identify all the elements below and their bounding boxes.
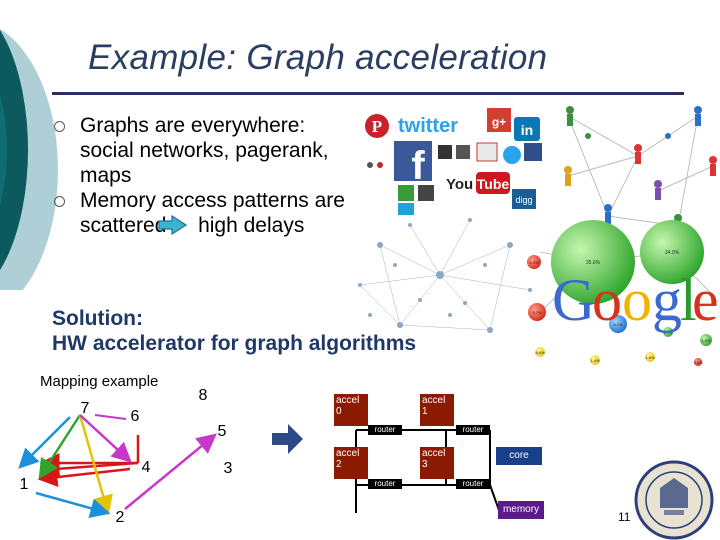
accel-0-box: accel 0 [334,394,368,426]
graph-node-4: 4 [142,459,151,476]
graph-node-2: 2 [116,509,125,526]
svg-text:l: l [680,267,697,333]
bullet-line: Graphs are everywhere: [80,114,306,137]
bullet-text-high-delays: high delays [198,214,305,237]
mapping-arrow-icon [272,424,303,454]
google-bubbles-image: 35.6% 34.0% 5.3% 5.7% 5.1% 8.6% 1.4% 1.6… [527,220,719,366]
memory-box: memory [498,501,544,519]
router-box: router [456,479,490,489]
accel-1-box: accel 1 [420,394,454,426]
architecture-diagram: accel 0 accel 1 accel 2 accel 3 router r… [330,385,590,525]
bullet-item: Memory access patterns are scattered hig… [54,188,384,238]
svg-text:in: in [521,122,533,138]
svg-text:P: P [372,117,382,136]
router-box: router [368,425,402,435]
core-box: core [496,447,542,465]
graph-node-7: 7 [81,400,90,417]
accel-2-box: accel 2 [334,447,368,479]
svg-text:f: f [411,144,425,188]
bubble-label: 3.5% [693,360,703,365]
bullet-marker-icon [54,196,65,207]
svg-text:g+: g+ [492,115,506,129]
slide-title: Example: Graph acceleration [88,38,548,77]
graph-edge [37,467,131,488]
bubble-label: 34.0% [665,250,680,256]
implies-arrow-icon [158,214,188,236]
accel-label: accel 1 [422,395,446,417]
bullet-list: Graphs are everywhere: social networks, … [54,113,384,238]
bubble-label: 1.6% [645,355,655,360]
bubble-label: 5.3% [529,260,539,265]
bubble-label: 5.7% [532,310,542,315]
router-label: router [462,425,484,434]
page-number: 11 [618,510,631,524]
google-logo-icon: G o o g l e [552,267,719,333]
university-seal-logo [634,460,714,540]
bullet-line: social networks, pagerank, [80,139,329,162]
svg-text:o: o [622,267,652,333]
graph-node-6: 6 [131,408,140,425]
bubble-big-left [551,220,635,304]
graph-edge [94,414,127,420]
bullet-line: Memory access patterns are [80,189,345,212]
graph-node-1: 1 [20,476,29,493]
solution-text: Solution: HW accelerator for graph algor… [52,306,416,356]
solution-heading: Solution: [52,307,143,330]
accel-3-box: accel 3 [420,447,454,479]
svg-text:You: You [446,176,473,193]
people-network-image [564,106,717,234]
graph-edge [18,416,71,469]
accel-label: accel 3 [422,448,446,470]
core-label: core [509,450,529,461]
bubble-label: 1.5% [701,338,711,343]
graph-edge [78,414,113,516]
solution-description: HW accelerator for graph algorithms [52,332,417,355]
router-label: router [462,479,484,488]
bullet-item: Graphs are everywhere: social networks, … [54,113,384,188]
svg-text:Tube: Tube [477,176,510,192]
bubble-label: 8.6% [535,350,545,355]
svg-text:o: o [592,267,622,333]
router-label: router [374,425,396,434]
title-divider [52,92,684,95]
graph-node-5: 5 [218,423,227,440]
graph-edge [38,414,82,480]
graph-node-3: 3 [224,460,233,477]
router-label: router [374,479,396,488]
decorative-circles [0,29,58,290]
mapping-graph-diagram: 1 2 4 5 3 6 7 8 [18,387,233,526]
accel-label: accel 0 [336,395,360,417]
bullet-text-scattered: scattered [80,214,167,237]
accel-label: accel 2 [336,448,360,470]
dense-graph-image [358,218,532,333]
social-logos-icon: P twitter g+ in f You Tube digg [365,108,542,215]
graph-edge [124,433,217,510]
social-logos-collage: P twitter g+ in f You Tube digg [362,105,548,215]
bubble-label: 1.4% [590,358,600,363]
svg-text:G: G [552,267,595,333]
svg-text:g: g [652,267,682,333]
bullet-marker-icon [54,121,65,132]
svg-text:digg: digg [515,195,532,205]
memory-label: memory [502,504,540,515]
mapping-example-label: Mapping example [40,373,159,390]
graph-node-8: 8 [199,387,208,404]
bubble-label: 5.1% [613,322,623,327]
router-box: router [368,479,402,489]
graph-edge [35,491,111,518]
svg-text:e: e [692,267,719,333]
bubble-big-right [640,220,704,284]
bubble-label: 1.9% [663,330,673,335]
bullet-line: maps [80,164,132,187]
router-box: router [456,425,490,435]
graph-edge [79,414,132,463]
svg-text:twitter: twitter [398,115,458,137]
bullet-line: scattered high delays [80,213,384,238]
bubble-label: 35.6% [586,260,601,266]
